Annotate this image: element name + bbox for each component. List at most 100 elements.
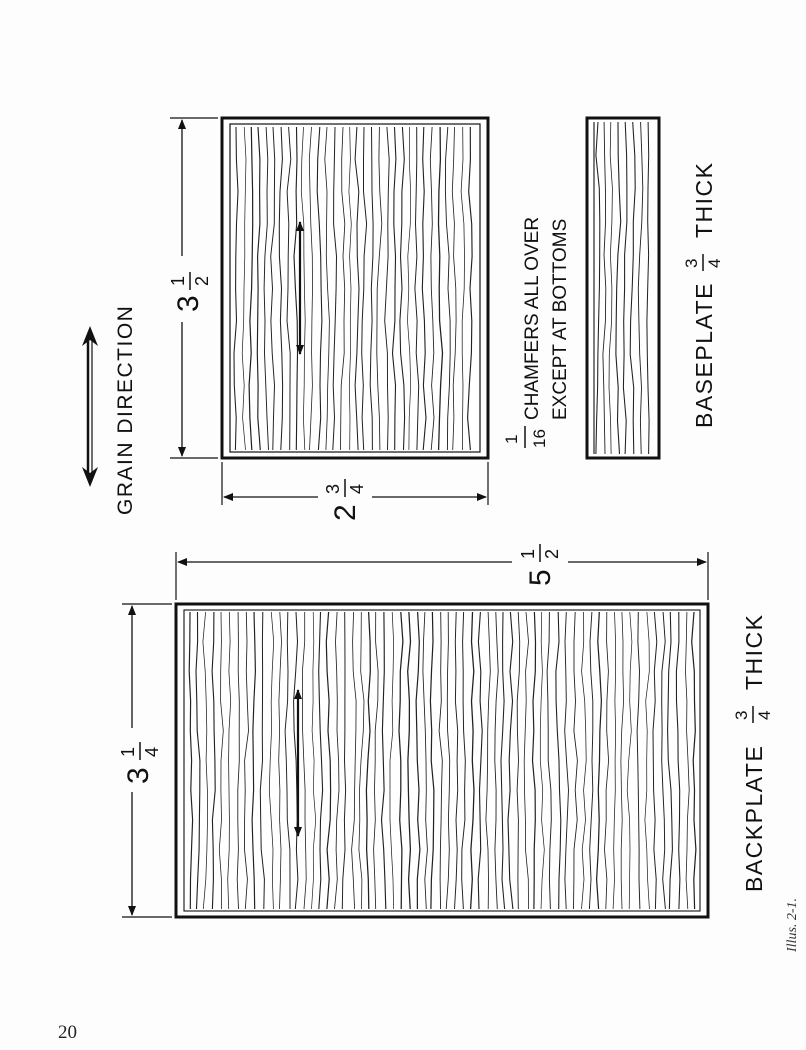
grain-line: [286, 126, 292, 451]
grain-line: [507, 611, 514, 910]
dim-back-length: 5 1 2: [175, 544, 709, 600]
grain-line: [236, 611, 240, 910]
grain-line: [494, 611, 499, 910]
dim-top-depth-whole: 2: [329, 504, 362, 521]
backplate-label-den: 4: [755, 711, 774, 720]
grain-line: [293, 126, 299, 451]
grain-line: [500, 611, 506, 910]
top-piece: [220, 116, 490, 460]
grain-line: [421, 126, 427, 451]
dim-back-length-whole: 5: [524, 569, 557, 586]
dim-back-width-whole: 3: [122, 767, 155, 784]
grain-line: [407, 126, 412, 451]
grain-line: [445, 611, 451, 910]
grain-line: [622, 121, 628, 455]
dim-back-width: 3 1 4: [118, 603, 172, 918]
grain-line: [626, 611, 633, 910]
grain-line: [608, 121, 613, 455]
grain-line: [414, 126, 420, 451]
grain-line: [564, 611, 569, 910]
grain-line: [399, 126, 406, 451]
grain-line: [675, 611, 681, 910]
grain-line: [270, 126, 276, 451]
grain-line: [244, 611, 249, 910]
grain-line: [573, 611, 578, 910]
chamfer-note: 1 16 CHAMFERS ALL OVER EXCEPT AT BOTTOMS: [502, 217, 571, 448]
grain-line: [477, 611, 483, 910]
grain-line: [422, 611, 428, 910]
grain-line: [391, 126, 397, 451]
grain-line: [365, 611, 371, 910]
grain-line: [311, 611, 317, 910]
grain-line: [407, 611, 412, 910]
grain-line: [595, 121, 601, 455]
grain-line: [485, 611, 491, 910]
chamfer-den: 16: [530, 429, 549, 448]
dim-back-width-num: 1: [118, 747, 138, 757]
grain-line: [454, 611, 459, 910]
grain-line: [620, 611, 624, 910]
grain-line: [351, 611, 357, 910]
grain-line: [308, 126, 313, 451]
grain-line: [460, 126, 465, 451]
dim-top-depth: 2 3 4: [221, 462, 489, 521]
grain-line: [300, 126, 306, 451]
grain-line: [588, 611, 594, 910]
grain-line: [437, 126, 444, 451]
dim-top-depth-den: 4: [347, 484, 367, 494]
grain-line: [332, 126, 338, 451]
grain-line: [251, 611, 256, 910]
grain-line: [539, 611, 545, 910]
grain-arrow-head-top: [82, 326, 98, 346]
grain-line: [646, 121, 650, 455]
baseplate-label-den: 4: [705, 259, 724, 268]
grain-line: [233, 126, 239, 451]
grain-line: [636, 611, 641, 910]
grain-line: [516, 611, 521, 910]
grain-line: [444, 126, 451, 451]
grain-line: [531, 611, 537, 910]
grain-line: [467, 126, 473, 451]
dim-top-width-den: 2: [192, 276, 212, 286]
top-piece-chamfer: [229, 123, 481, 453]
baseplate-side-view: [585, 116, 661, 460]
baseplate-label: BASEPLATE 3 4 THICK: [682, 162, 724, 429]
grain-line: [398, 611, 404, 910]
grain-line: [691, 611, 697, 910]
grain-line: [318, 611, 324, 910]
grain-line: [661, 611, 666, 910]
grain-line: [376, 126, 383, 451]
grain-direction-legend: GRAIN DIRECTION: [82, 305, 137, 515]
grain-line: [341, 611, 347, 910]
grain-line: [361, 126, 368, 451]
grain-line: [429, 126, 435, 451]
page-number: 20: [58, 1022, 77, 1043]
grain-line: [523, 611, 529, 910]
chamfer-num: 1: [502, 435, 521, 444]
grain-line: [284, 611, 291, 909]
baseplate-grain: [595, 121, 650, 455]
backplate-grain: [188, 611, 697, 910]
grain-line: [278, 126, 284, 451]
figure-caption: Illus. 2-1.: [785, 897, 800, 952]
grain-line: [546, 611, 552, 910]
grain-line: [438, 611, 443, 910]
top-piece-outline: [220, 116, 490, 460]
grain-line: [637, 121, 644, 455]
dim-back-length-den: 2: [542, 549, 562, 559]
grain-line: [369, 126, 374, 451]
grain-line: [259, 611, 265, 910]
chamfer-note-line1: CHAMFERS ALL OVER: [522, 217, 543, 420]
grain-line: [595, 611, 603, 910]
grain-line: [325, 611, 332, 910]
grain-line: [602, 121, 607, 455]
grain-line: [461, 611, 466, 910]
backplate-chamfer: [183, 609, 701, 912]
grain-line: [373, 611, 379, 910]
baseplate-label-num: 3: [682, 259, 701, 268]
grain-line: [652, 611, 658, 910]
grain-arrow-head-bottom: [82, 467, 98, 487]
backplate: [174, 602, 710, 919]
chamfer-note-line2: EXCEPT AT BOTTOMS: [550, 219, 571, 420]
